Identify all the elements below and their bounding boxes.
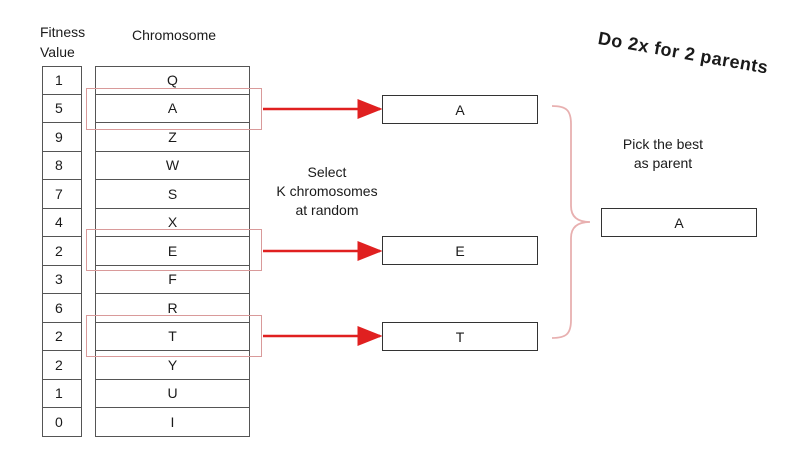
fitness-cell: 9 xyxy=(42,123,82,152)
fitness-column: 1 5 9 8 7 4 2 3 6 2 2 1 0 xyxy=(42,66,82,437)
chromosome-cell: I xyxy=(95,408,250,437)
fitness-cell: 5 xyxy=(42,94,82,123)
chromosome-cell: R xyxy=(95,294,250,323)
select-label-line2: K chromosomes xyxy=(276,183,378,199)
chromosome-cell: E xyxy=(95,237,250,266)
selection-highlight-t xyxy=(86,315,262,357)
fitness-cell: 7 xyxy=(42,180,82,209)
fitness-cell: 8 xyxy=(42,151,82,180)
fitness-header-line1: Fitness xyxy=(40,24,86,40)
chromosome-cell: X xyxy=(95,208,250,237)
selection-highlight-e xyxy=(86,229,262,271)
chromosome-cell: W xyxy=(95,151,250,180)
pick-label-line2: as parent xyxy=(633,155,693,171)
fitness-cell: 1 xyxy=(42,66,82,95)
chromosome-cell: U xyxy=(95,379,250,408)
fitness-cell: 1 xyxy=(42,379,82,408)
chromosome-cell: S xyxy=(95,180,250,209)
pick-label-line1: Pick the best xyxy=(622,136,704,152)
select-label: Select K chromosomes at random xyxy=(272,163,382,220)
chromosome-cell: Q xyxy=(95,66,250,95)
fitness-cell: 4 xyxy=(42,208,82,237)
chromosome-cell: Z xyxy=(95,123,250,152)
fitness-header-line2: Value xyxy=(40,44,75,60)
selected-box-t: T xyxy=(382,322,538,351)
selection-brace xyxy=(551,105,591,339)
chromosome-header: Chromosome xyxy=(132,27,217,43)
selected-box-e: E xyxy=(382,236,538,265)
chromosome-cell: T xyxy=(95,322,250,351)
fitness-header: Fitness Value xyxy=(40,22,85,62)
chromosome-cell: A xyxy=(95,94,250,123)
fitness-cell: 0 xyxy=(42,408,82,437)
parent-box: A xyxy=(601,208,757,237)
fitness-cell: 6 xyxy=(42,294,82,323)
fitness-cell: 2 xyxy=(42,237,82,266)
fitness-cell: 2 xyxy=(42,351,82,380)
selected-box-a: A xyxy=(382,95,538,124)
chromosome-column: Q A Z W S X E F R T Y U I xyxy=(95,66,250,437)
select-label-line1: Select xyxy=(307,164,347,180)
selection-highlight-a xyxy=(86,88,262,130)
chromosome-cell: Y xyxy=(95,351,250,380)
select-label-line3: at random xyxy=(295,202,359,218)
fitness-cell: 3 xyxy=(42,265,82,294)
fitness-cell: 2 xyxy=(42,322,82,351)
chromosome-cell: F xyxy=(95,265,250,294)
pick-label: Pick the best as parent xyxy=(608,135,718,173)
